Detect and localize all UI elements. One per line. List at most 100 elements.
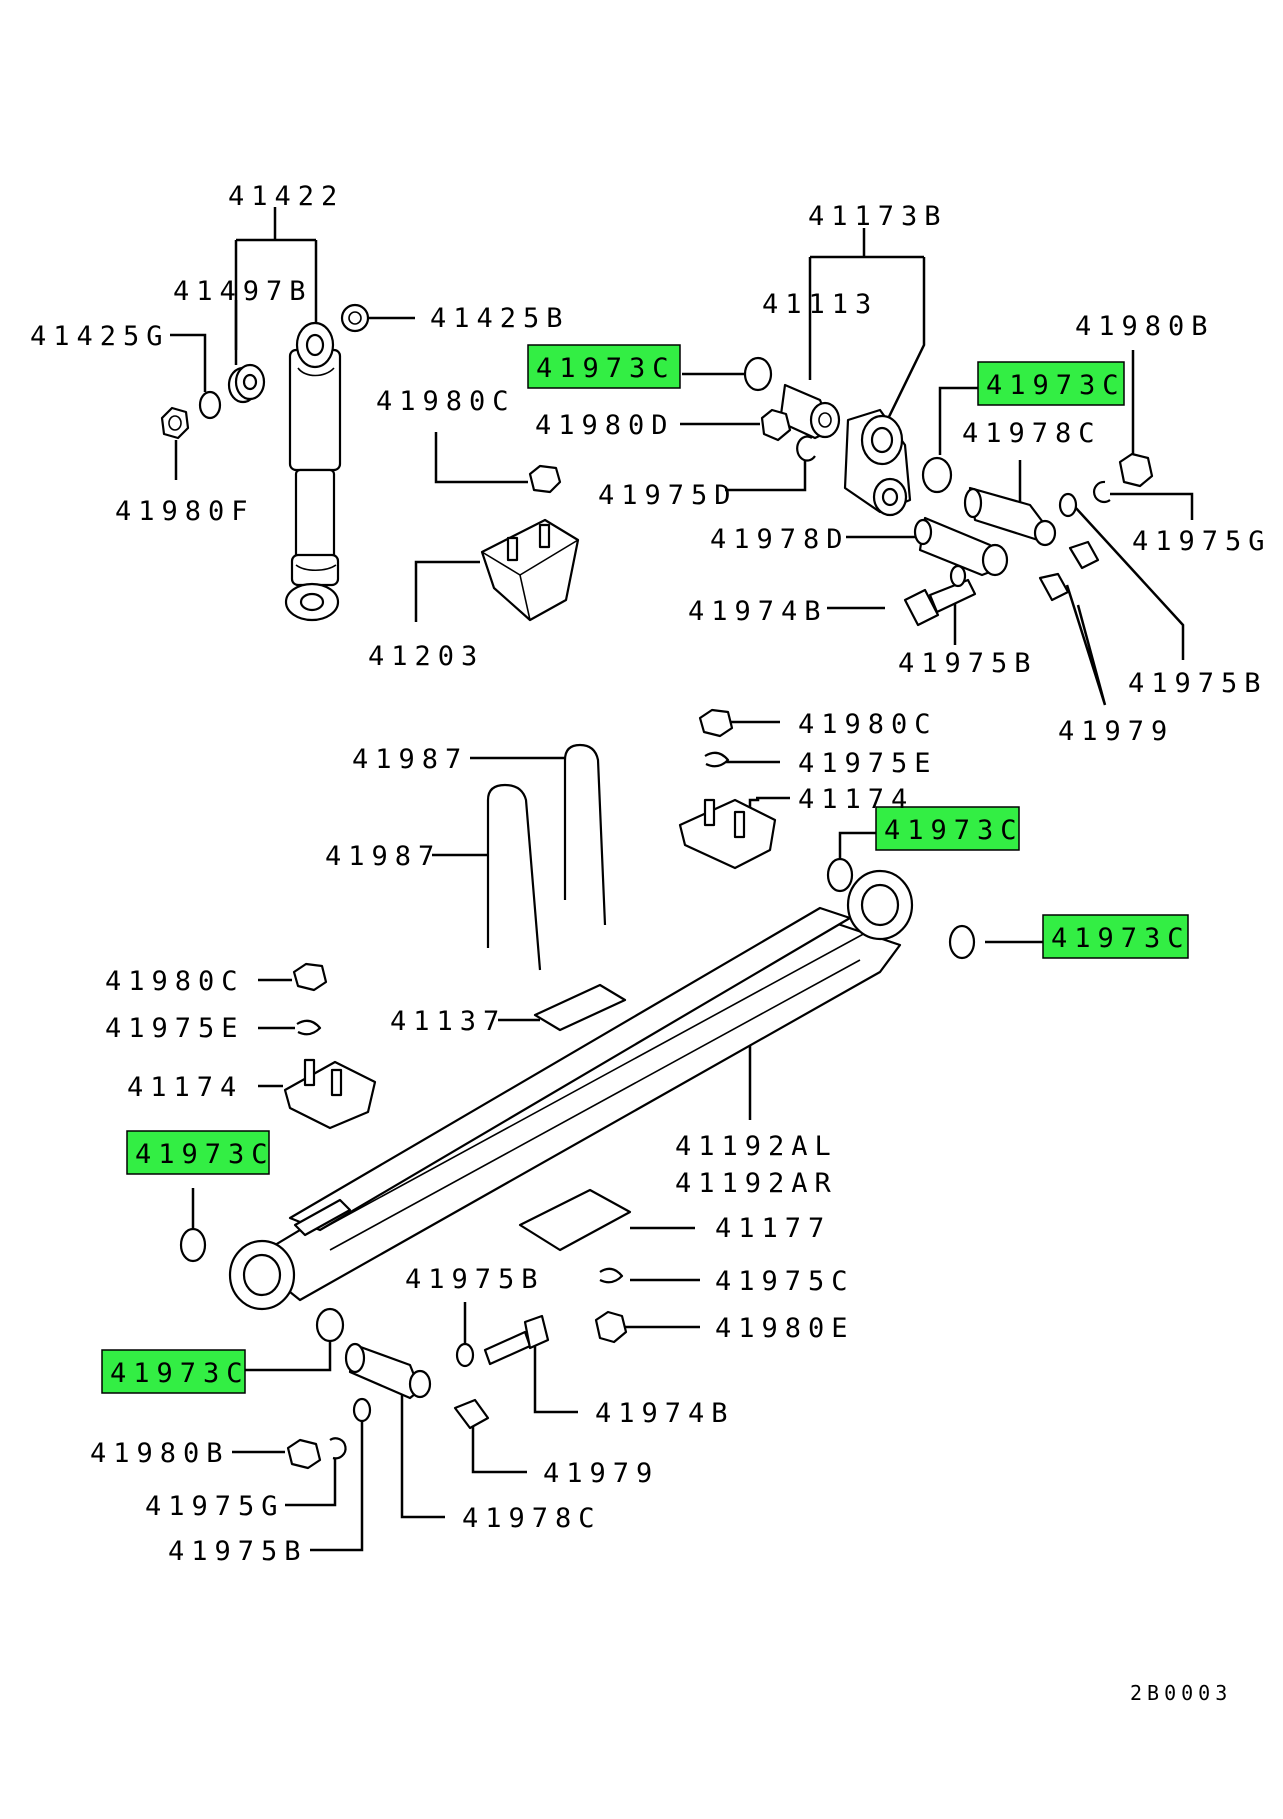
callout-41973c-3[interactable]: 41973C (875, 806, 1024, 851)
nut-41980b-lower (286, 1438, 322, 1470)
label-41980f: 41980F (115, 496, 255, 527)
label-41980c-left: 41980C (105, 966, 245, 997)
label-41174-mid: 41174 (798, 784, 914, 815)
label-41137: 41137 (390, 1006, 506, 1037)
washer-41973c-1 (743, 356, 773, 392)
leaf-spring-41192 (228, 869, 914, 1311)
label-41980c-top: 41980C (376, 386, 516, 417)
nut-41980f (160, 406, 190, 440)
callout-41973c-4[interactable]: 41973C (1042, 914, 1191, 959)
washer-41973c-5 (179, 1227, 207, 1263)
label-41422: 41422 (228, 181, 344, 212)
callout-41973c-2-text: 41973C (986, 370, 1126, 401)
callout-41973c-6[interactable]: 41973C (101, 1349, 250, 1394)
u-bolts-41987 (486, 743, 607, 971)
nut-41980c-top (528, 464, 562, 494)
label-41975e-mid: 41975E (798, 748, 938, 779)
pin-41978d (913, 516, 1009, 577)
label-41980c-mid: 41980C (798, 709, 938, 740)
washer-41975b-top (1058, 492, 1078, 518)
bushing-41497b (227, 363, 266, 404)
clip-41975g-lower (329, 1437, 347, 1460)
clip-41975e-left (296, 1019, 322, 1036)
nut-41980d (760, 408, 792, 442)
label-41978d: 41978D (710, 524, 850, 555)
washer-41973c-6 (315, 1307, 345, 1343)
callout-41973c-5[interactable]: 41973C (126, 1130, 275, 1175)
plate-41137 (533, 983, 627, 1032)
label-41987-lower: 41987 (325, 841, 441, 872)
bolt-41974b-lower (483, 1314, 550, 1366)
label-41975b-mid: 41975B (898, 648, 1038, 679)
plate-41177 (518, 1188, 632, 1252)
clamp-plate-41174-left (283, 1058, 377, 1130)
label-41975d: 41975D (598, 480, 738, 511)
label-41980e: 41980E (715, 1313, 855, 1344)
washer-41973c-4 (948, 924, 976, 960)
label-41975b-top-right: 41975B (1128, 668, 1268, 699)
label-41192ar: 41192AR (675, 1168, 838, 1199)
bushing-41113 (778, 383, 841, 440)
label-41978c-lower: 41978C (462, 1503, 602, 1534)
washer-41425g (198, 390, 222, 420)
label-41987-upper: 41987 (352, 744, 468, 775)
label-41975g-lower: 41975G (145, 1491, 285, 1522)
nut-41980c-left (292, 962, 328, 992)
label-41975e-left: 41975E (105, 1013, 245, 1044)
parts-drawings (160, 303, 1154, 1470)
grease-fitting-41979-lower (453, 1398, 490, 1430)
pin-41978c-top (963, 486, 1057, 547)
washer-41975b-lower-left (352, 1397, 372, 1423)
label-41113: 41113 (762, 289, 878, 320)
callout-41973c-4-text: 41973C (1051, 923, 1191, 954)
washer-41973c-3 (826, 857, 854, 893)
callout-41973c-1[interactable]: 41973C (527, 344, 681, 389)
callout-41973c-2[interactable]: 41973C (977, 361, 1126, 406)
bump-stop-41203 (480, 518, 580, 622)
nut-41980e (594, 1310, 628, 1344)
shock-absorber (284, 321, 342, 622)
label-41974b-lower: 41974B (595, 1398, 735, 1429)
clip-41975c (599, 1267, 624, 1284)
label-41980d: 41980D (535, 410, 675, 441)
label-41979-top: 41979 (1058, 716, 1174, 747)
label-41975c: 41975C (715, 1266, 855, 1297)
washer-41975b-lower (455, 1342, 475, 1368)
label-41174-left: 41174 (127, 1072, 243, 1103)
label-41974b-top: 41974B (688, 596, 828, 627)
callout-41973c-5-text: 41973C (135, 1139, 275, 1170)
clip-41975e-mid (704, 751, 730, 768)
label-41425g: 41425G (30, 321, 170, 352)
washer-41973c-2 (921, 456, 953, 494)
label-41975b-lower-left: 41975B (168, 1536, 308, 1567)
label-41203: 41203 (368, 641, 484, 672)
clip-41975g-top (1093, 480, 1111, 503)
clamp-plate-41174-mid (678, 798, 777, 870)
callout-41973c-1-text: 41973C (536, 353, 676, 384)
callout-41973c-6-text: 41973C (110, 1358, 250, 1389)
bolt-41974b-top (903, 578, 977, 627)
diagram-code: 2B0003 (1130, 1681, 1232, 1705)
label-41979-lower: 41979 (543, 1458, 659, 1489)
label-41975b-lower: 41975B (405, 1264, 545, 1295)
washer-41975b-mid (949, 564, 967, 588)
label-41978c-top: 41978C (962, 418, 1102, 449)
label-41425b: 41425B (430, 303, 570, 334)
label-41173b: 41173B (808, 201, 948, 232)
label-41980b-lower: 41980B (90, 1438, 230, 1469)
shackle-41173b (843, 408, 912, 517)
pin-41978c-lower (344, 1342, 432, 1400)
clip-41975d (796, 435, 816, 462)
label-41177: 41177 (715, 1213, 831, 1244)
callout-41973c-3-text: 41973C (884, 815, 1024, 846)
nut-41980b-top (1118, 452, 1154, 488)
grease-fitting-41979-top (1038, 540, 1100, 602)
label-41975g-top: 41975G (1132, 526, 1272, 557)
nut-41980c-mid (698, 708, 734, 738)
label-41497b: 41497B (173, 276, 313, 307)
label-41980b-top: 41980B (1075, 311, 1215, 342)
nut-41425b (340, 303, 370, 333)
part-labels: 41422 41497B 41425G 41425B 41980F 41980C… (30, 181, 1272, 1567)
label-41192al: 41192AL (675, 1131, 838, 1162)
